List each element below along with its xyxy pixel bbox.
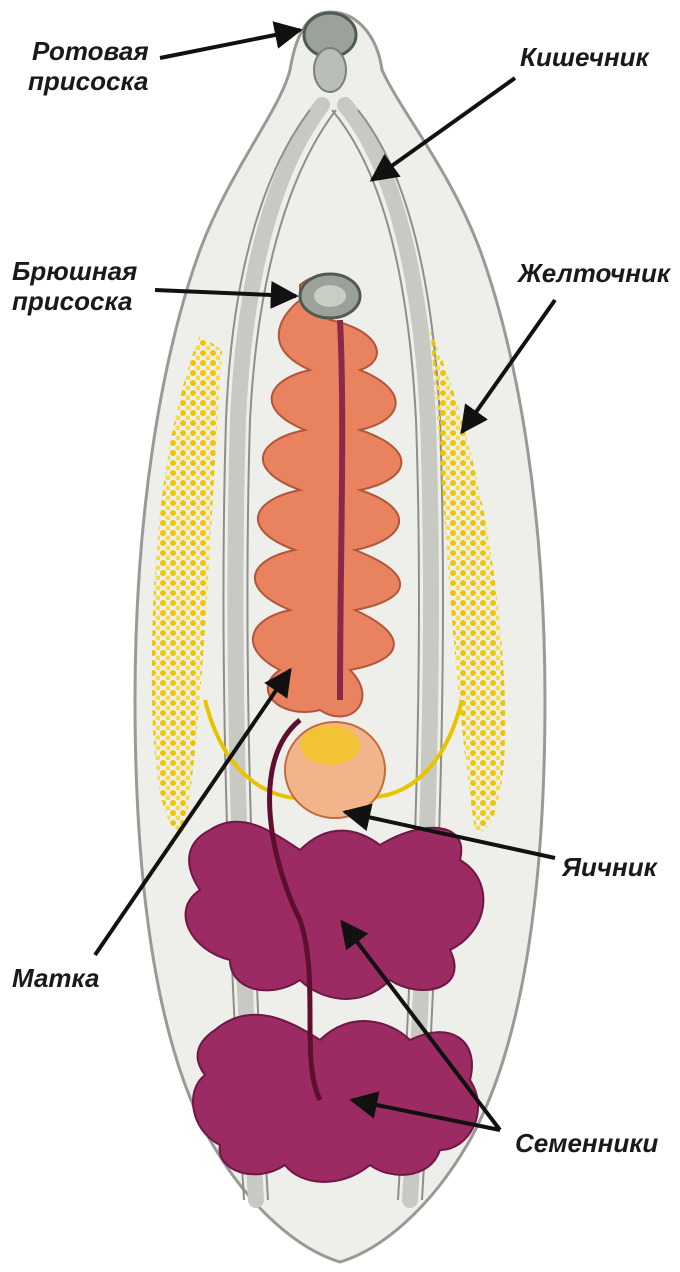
label-intestine: Кишечник [520,42,651,72]
label-uterus: Матка [12,963,100,993]
label-ventral-sucker-2: присоска [12,286,132,316]
arrow-oral-sucker [160,30,300,58]
label-vitellarium: Желточник [516,258,672,288]
label-oral-sucker-2: присоска [28,66,148,96]
label-ventral-sucker-1: Брюшная [12,256,137,286]
label-oral-sucker-1: Ротовая [32,36,149,66]
label-testes: Семенники [515,1128,658,1158]
label-ovary: Яичник [561,852,659,882]
